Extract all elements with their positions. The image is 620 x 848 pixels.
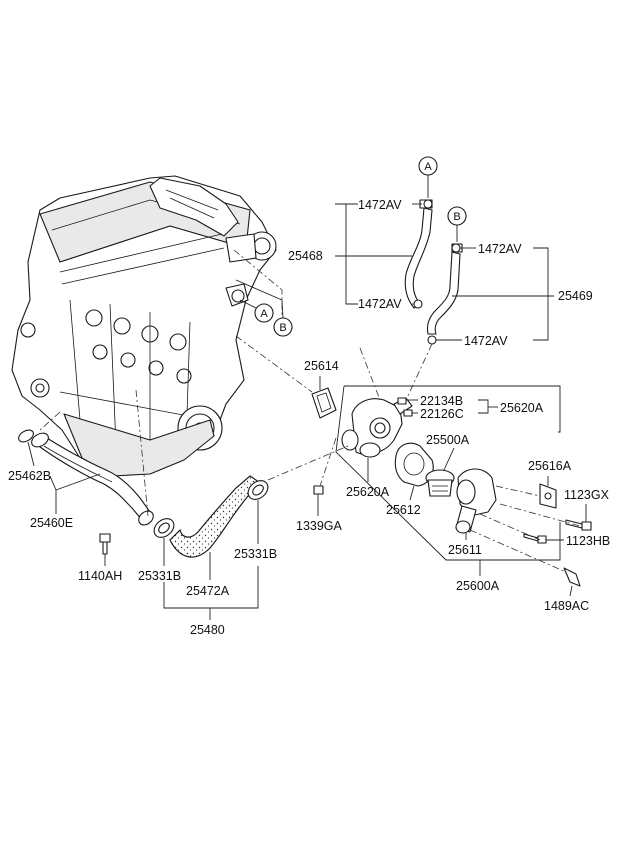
bracket-25616a	[539, 483, 557, 509]
callout-a-top: A	[418, 156, 438, 198]
label-25600a: 25600A	[456, 579, 500, 593]
clamp-1472av-low	[427, 335, 437, 345]
nut-1339ga	[313, 485, 324, 495]
leader-lines	[27, 203, 587, 620]
label-25468: 25468	[288, 249, 323, 263]
thermostat-housing-25611	[455, 468, 497, 534]
assembly-outline-25600a	[335, 385, 561, 561]
o-ring-25620a	[359, 442, 381, 458]
clamp-1472av-top	[423, 199, 433, 209]
svg-text:A: A	[260, 308, 268, 320]
label-1123hb: 1123HB	[566, 534, 610, 548]
svg-text:A: A	[424, 161, 432, 173]
svg-text:B: B	[279, 322, 286, 334]
bolt-1123hb	[523, 533, 547, 544]
engine-block-illustration	[11, 175, 277, 477]
callout-b-top: B	[447, 206, 467, 242]
label-1339ga: 1339GA	[296, 519, 343, 533]
label-25331b-right: 25331B	[234, 547, 277, 561]
label-25331b-left: 25331B	[138, 569, 181, 583]
label-25620a-lower: 25620A	[346, 485, 390, 499]
label-1140ah: 1140AH	[78, 569, 122, 583]
label-1472av-mid: 1472AV	[358, 297, 402, 311]
label-1489ac: 1489AC	[544, 599, 589, 613]
label-25612: 25612	[386, 503, 421, 517]
label-1472av-bottom: 1472AV	[464, 334, 508, 348]
clip-1489ac	[563, 567, 581, 587]
label-25614: 25614	[304, 359, 339, 373]
o-ring-25462b	[18, 429, 34, 443]
label-25469: 25469	[558, 289, 593, 303]
label-25500a: 25500A	[426, 433, 470, 447]
bolt-1140ah	[99, 533, 111, 555]
label-25620a-upper: 25620A	[500, 401, 544, 415]
label-22126c: 22126C	[420, 407, 464, 421]
label-22134b: 22134B	[420, 394, 463, 408]
label-25480: 25480	[190, 623, 225, 637]
gasket-25614	[311, 387, 337, 419]
assembly-reference-lines	[39, 249, 581, 573]
label-25611: 25611	[448, 543, 482, 557]
callout-a-engine: A	[239, 299, 274, 323]
svg-text:B: B	[453, 211, 460, 223]
thermostat-25500a	[425, 469, 455, 497]
clamp-1472av-right	[451, 243, 461, 253]
label-1472av-top: 1472AV	[358, 198, 402, 212]
heater-hose-25468	[404, 199, 433, 309]
plug-22134b	[397, 397, 407, 405]
hose-clamp-25331b-lower	[153, 518, 175, 538]
label-25462b: 25462B	[8, 469, 51, 483]
callout-b-engine: B	[235, 279, 293, 337]
label-1472av-right: 1472AV	[478, 242, 522, 256]
label-1123gx: 1123GX	[564, 488, 610, 502]
radiator-hose-25472a	[169, 475, 263, 558]
label-25616a: 25616A	[528, 459, 572, 473]
hose-clamp-25331b-upper	[247, 480, 269, 500]
heater-hose-25469	[426, 243, 463, 335]
plug-22126c	[403, 409, 413, 417]
clamp-1472av-mid	[413, 299, 423, 309]
water-pipe-25460e	[31, 432, 154, 526]
part-number-labels: 1472AV 1472AV 25468 25469 1472AV 1472AV …	[8, 198, 610, 637]
label-25460e: 25460E	[30, 516, 73, 530]
label-25472a: 25472A	[186, 584, 230, 598]
bolt-1123gx	[565, 519, 592, 531]
